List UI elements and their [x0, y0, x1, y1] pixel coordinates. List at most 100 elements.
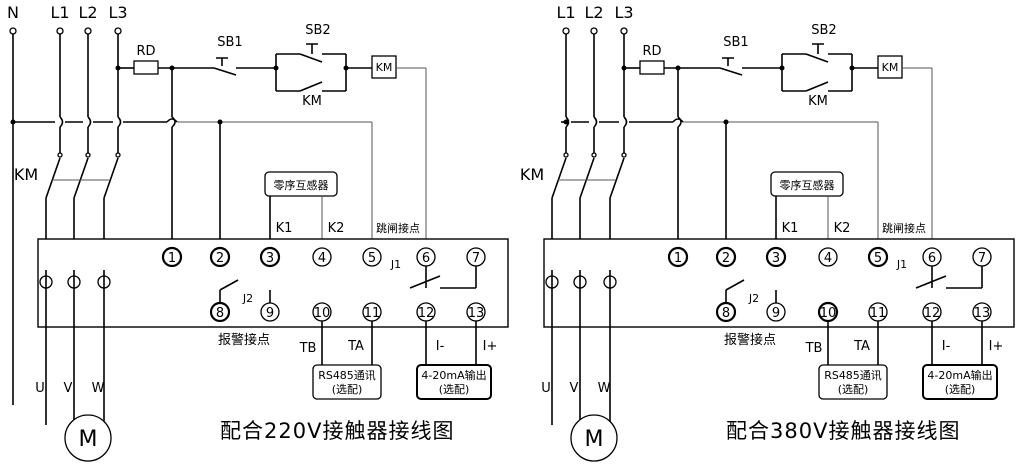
analog-note: (选配): [439, 383, 470, 396]
terminal-label-13: 13: [974, 306, 991, 321]
coil-box: [877, 55, 903, 79]
ta-label: TA: [853, 339, 870, 354]
sensor-box: [264, 171, 338, 197]
j1-blade: [409, 275, 441, 289]
crossover-2: [593, 116, 598, 128]
terminal-label-8: 8: [216, 306, 224, 321]
phase-label-n: N: [7, 3, 19, 22]
aux-blade: [299, 81, 323, 92]
j2-label: J2: [748, 292, 759, 305]
sb2-actuator: [306, 43, 318, 54]
contactor-top-3: [115, 152, 121, 158]
coil-box: [371, 55, 397, 79]
terminal-label-4: 4: [318, 251, 326, 266]
aux-contact-label: KM: [302, 94, 322, 109]
contactor-top-2: [85, 152, 91, 158]
terminal-label-2: 2: [722, 251, 730, 266]
contactor-blade-3: [609, 157, 625, 199]
j2-label: J2: [242, 292, 253, 305]
terminal-label-11: 11: [364, 306, 381, 321]
alarm-label: 报警接点: [724, 332, 776, 348]
terminal-1: [667, 246, 689, 268]
phase-terminal-l3: [114, 27, 122, 35]
rail-crossover: [166, 118, 178, 123]
sb1-actuator: [216, 57, 228, 66]
sb2-blade: [299, 53, 323, 63]
terminal-5: [867, 246, 889, 268]
phase-terminal-l1: [56, 27, 64, 35]
terminal-label-6: 6: [422, 251, 430, 266]
motor-label: M: [79, 427, 98, 452]
contactor-top-1: [563, 152, 569, 158]
motor-phase-w: W: [598, 381, 611, 396]
phase-terminal-l2: [590, 27, 598, 35]
fuse-node: [115, 65, 121, 71]
crossover-1: [59, 116, 64, 128]
tb-label: TB: [805, 341, 823, 356]
analog-note: (选配): [945, 383, 976, 396]
contactor-top-3: [621, 152, 627, 158]
phase-terminal-l2: [84, 27, 92, 35]
i-plus-label: I+: [483, 339, 498, 354]
motor-phase-u: U: [35, 381, 45, 396]
terminal-3: [259, 246, 281, 268]
analog-box: [922, 364, 998, 400]
k1-label: K1: [276, 221, 293, 236]
sb1-label: SB1: [217, 35, 242, 50]
sb1-label: SB1: [723, 35, 748, 50]
terminal-label-12: 12: [418, 306, 435, 321]
trip-label: 跳闸接点: [882, 221, 926, 235]
terminal-3: [765, 246, 787, 268]
motor-phase-v: V: [64, 381, 73, 396]
rail-crossover: [672, 118, 684, 123]
terminal-label-2: 2: [216, 251, 224, 266]
terminal-label-1: 1: [168, 251, 176, 266]
alarm-label: 报警接点: [218, 332, 270, 348]
terminal-label-10: 10: [314, 306, 331, 321]
diagram-caption: 配合380V接触器接线图: [726, 419, 960, 443]
aux-contact-label: KM: [808, 94, 828, 109]
rail-node: [10, 119, 16, 125]
terminal-label-3: 3: [266, 251, 274, 266]
j2-blade: [219, 279, 239, 291]
contactor-blade-1: [551, 157, 567, 199]
rs485-label: RS485通讯: [318, 369, 376, 382]
phase-label-l1: L1: [50, 3, 69, 22]
sensor-label: 零序互感器: [780, 178, 835, 192]
crossover-3: [117, 116, 122, 128]
fuse-down-cross: [171, 116, 176, 128]
j2-blade: [725, 279, 745, 291]
terminal-label-8: 8: [722, 306, 730, 321]
sb2-label: SB2: [305, 23, 330, 38]
i-minus-label: I-: [436, 339, 445, 354]
fuse-body: [133, 60, 159, 75]
terminal-label-11: 11: [870, 306, 887, 321]
phase-terminal-n: [9, 27, 17, 35]
fuse-body: [639, 60, 665, 75]
main-contactor-label: KM: [520, 165, 544, 184]
fuse-label: RD: [642, 44, 661, 59]
sb1-blade: [213, 67, 237, 76]
main-contactor-label: KM: [14, 165, 38, 184]
rs485-box: [818, 364, 888, 400]
phase-terminal-l1: [562, 27, 570, 35]
rs485-note: (选配): [838, 383, 869, 396]
motor-circle: [570, 414, 618, 462]
terminal-label-7: 7: [978, 251, 986, 266]
k2-label: K2: [328, 221, 345, 236]
sb2-label: SB2: [811, 23, 836, 38]
phase-label-l3: L3: [614, 3, 633, 22]
sensor-box: [770, 171, 844, 197]
j1-label: J1: [896, 258, 907, 271]
contactor-blade-2: [73, 157, 89, 199]
ta-label: TA: [347, 339, 364, 354]
terminal-label-10: 10: [820, 306, 837, 321]
sb1-actuator: [722, 57, 734, 66]
terminal-label-1: 1: [674, 251, 682, 266]
coil-label: KM: [376, 61, 393, 74]
k1-label: K1: [782, 221, 799, 236]
j1-label: J1: [390, 258, 401, 271]
terminal-label-7: 7: [472, 251, 480, 266]
